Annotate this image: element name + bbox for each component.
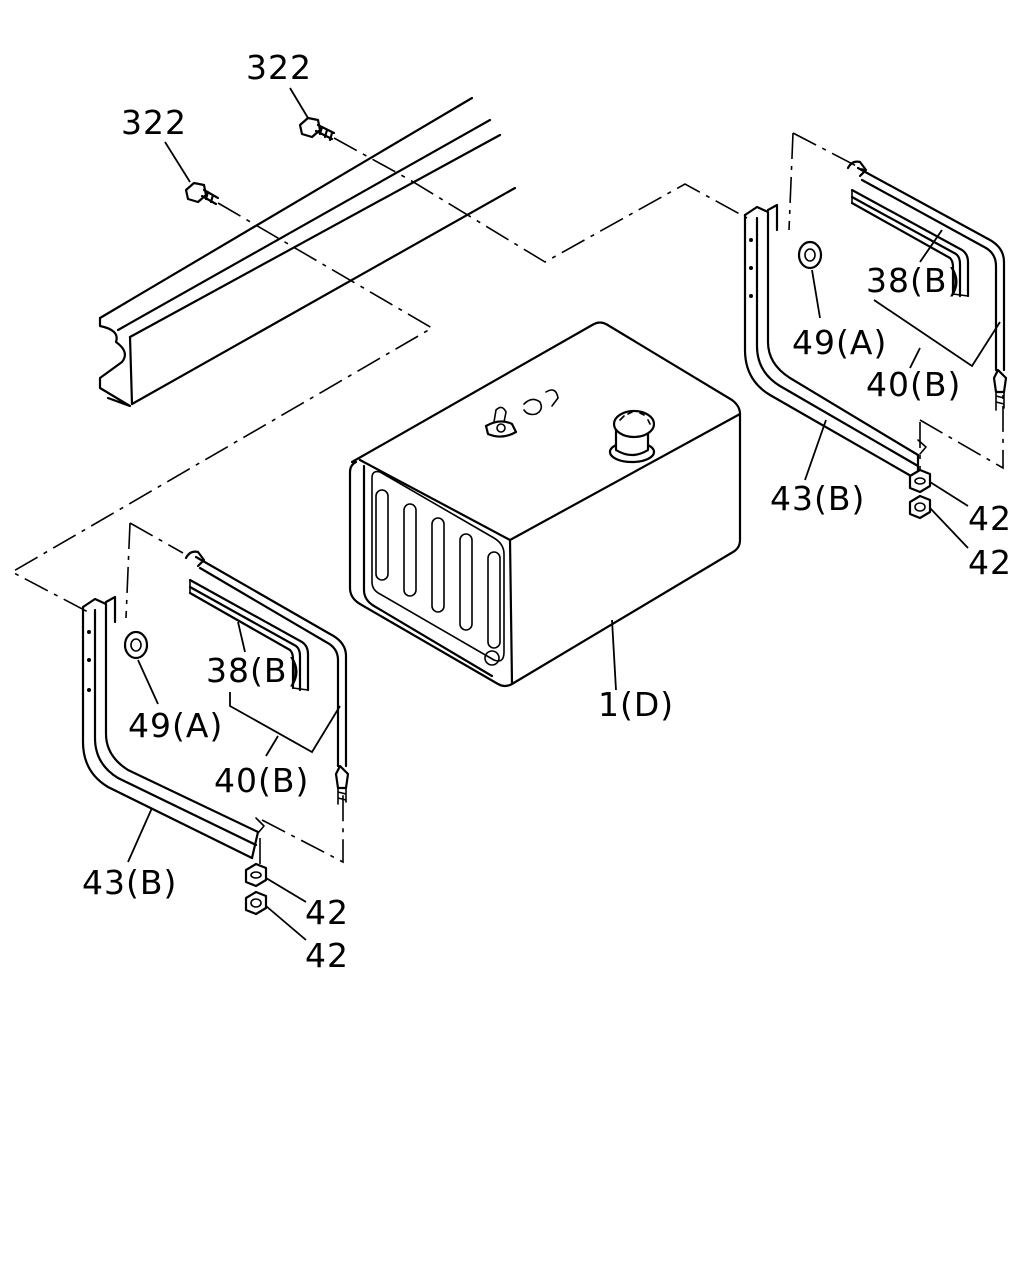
label-tank: 1(D) — [598, 685, 674, 724]
leader-lines — [127, 87, 1001, 941]
right-band-40b — [846, 160, 1008, 411]
left-band-40b — [184, 550, 350, 805]
label-left-bracket: 43(B) — [82, 863, 177, 902]
right-nut-49a — [797, 240, 823, 270]
left-nut-49a — [123, 630, 149, 660]
label-bolt-top: 322 — [246, 48, 312, 87]
fuel-tank — [348, 321, 742, 688]
tank-ribs — [375, 489, 501, 649]
callout-labels: 322 322 1(D) 38(B) 49(A) 40(B) 43(B) 42 … — [82, 48, 1012, 975]
sender-unit — [484, 389, 559, 438]
label-right-nut-a: 49(A) — [792, 323, 887, 362]
left-nuts-42 — [244, 862, 268, 916]
assembly-lines — [10, 132, 1004, 866]
label-right-band: 40(B) — [866, 365, 961, 404]
label-right-nut-1: 42 — [968, 499, 1012, 538]
right-nuts-42 — [908, 468, 932, 520]
label-left-nut-a: 49(A) — [128, 706, 223, 745]
left-band-strip-38b — [188, 578, 310, 692]
label-right-bracket: 43(B) — [770, 479, 865, 518]
label-left-band-strip: 38(B) — [206, 651, 301, 690]
right-bracket-43b — [743, 203, 927, 482]
label-left-nut-1: 42 — [305, 893, 349, 932]
right-band-strip-38b — [850, 188, 970, 298]
label-bolt-left: 322 — [121, 103, 187, 142]
label-left-nut-2: 42 — [305, 936, 349, 975]
label-left-band: 40(B) — [214, 761, 309, 800]
filler-cap — [608, 409, 656, 464]
label-right-band-strip: 38(B) — [866, 261, 961, 300]
left-bracket-43b — [81, 595, 265, 860]
label-right-nut-2: 42 — [968, 543, 1012, 582]
frame-rail — [98, 96, 517, 408]
bolt-left — [184, 181, 220, 206]
bolt-top — [298, 116, 336, 142]
